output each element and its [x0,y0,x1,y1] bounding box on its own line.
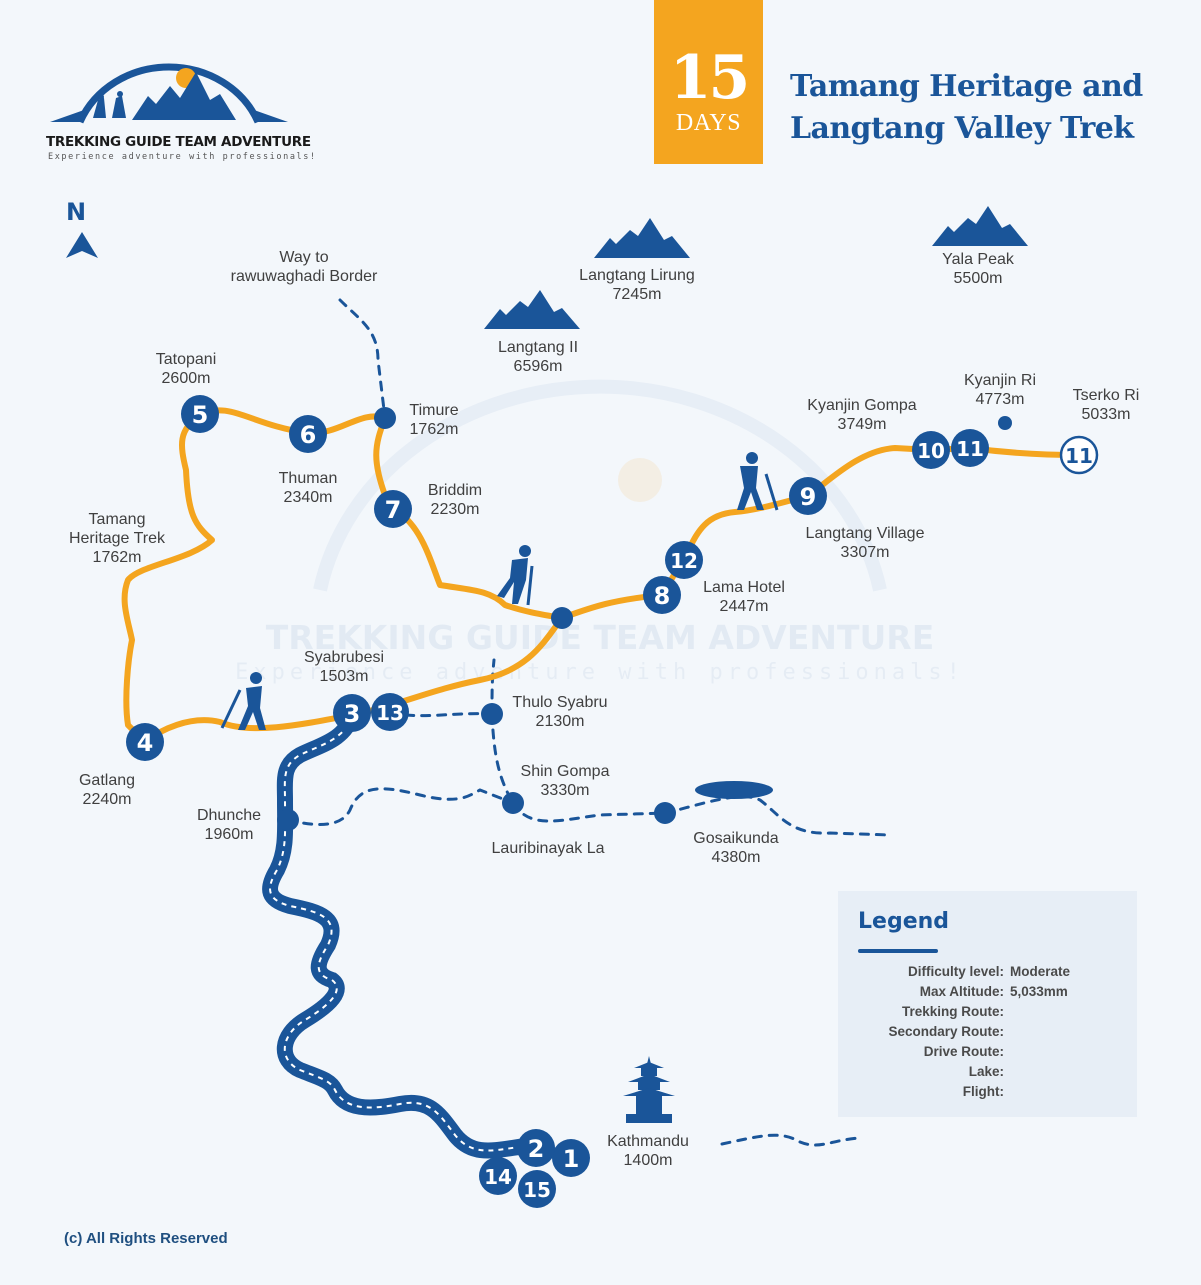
day-marker-1[interactable]: 1 [552,1139,590,1177]
day-marker-12[interactable]: 12 [665,541,703,579]
day-marker-2[interactable]: 2 [517,1129,555,1167]
waypoint-dot [277,407,1012,831]
legend-value-difficulty: Moderate [1010,964,1071,979]
day-marker-13[interactable]: 13 [371,693,409,731]
legend-title: Legend [858,909,950,934]
hiker-icon [220,672,266,730]
brand-logo-icon [50,63,288,124]
day-marker-11-tserko[interactable]: 11 [1059,435,1099,475]
copyright-text: (c) All Rights Reserved [64,1230,228,1247]
svg-text:12: 12 [670,549,698,573]
svg-text:15: 15 [523,1178,551,1202]
legend-underline [858,949,938,953]
svg-text:1: 1 [563,1145,580,1173]
legend-label-secondary-route: Secondary Route: [888,1024,1004,1039]
day-marker-6[interactable]: 6 [289,415,327,453]
legend-label-difficulty: Difficulty level: [907,964,1004,979]
watermark-title: TREKKING GUIDE TEAM ADVENTURE [265,618,935,657]
svg-text:7: 7 [385,496,402,524]
lake-icon [695,781,773,799]
title-line-2: Langtang Valley Trek [790,111,1134,146]
mountain-icon [932,206,1028,246]
legend-label-max-altitude: Max Altitude: [919,984,1004,999]
day-markers: 1 2 14 15 3 13 4 5 6 7 8 12 9 10 11 11 [126,395,1099,1208]
svg-text:14: 14 [484,1165,512,1189]
mountain-icon [594,218,690,258]
day-marker-15[interactable]: 15 [518,1170,556,1208]
legend-value-max-altitude: 5,033mm [1010,984,1068,999]
north-arrow-icon [66,232,98,258]
day-marker-9[interactable]: 9 [789,477,827,515]
svg-text:10: 10 [917,439,945,463]
day-marker-11[interactable]: 11 [951,429,989,467]
drive-route [262,707,543,1159]
day-marker-10[interactable]: 10 [912,431,950,469]
legend-label-drive-route: Drive Route: [923,1044,1004,1059]
svg-text:11: 11 [1065,444,1093,468]
legend-panel: Legend Difficulty level: Moderate Max Al… [838,891,1137,1117]
watermark-arc [313,379,887,592]
day-marker-14[interactable]: 14 [479,1157,517,1195]
day-marker-4[interactable]: 4 [126,723,164,761]
days-label: DAYS [675,110,742,136]
watermark-tagline: Experience adventure with professionals! [235,660,965,685]
svg-text:9: 9 [800,483,817,511]
day-marker-3[interactable]: 3 [333,694,371,732]
page-title: Tamang Heritage and Langtang Valley Trek [790,66,1143,150]
north-label: N [66,198,87,226]
place-label-lauribinayak: Lauribinayak La [491,840,605,857]
svg-text:8: 8 [654,582,671,610]
svg-text:3: 3 [344,700,361,728]
svg-text:6: 6 [300,421,317,449]
pagoda-icon [623,1056,675,1123]
svg-text:13: 13 [376,701,404,725]
svg-text:2: 2 [528,1135,545,1163]
mountain-icon [484,290,580,329]
day-marker-7[interactable]: 7 [374,490,412,528]
hiker-icon [737,452,779,511]
days-badge: 15 DAYS [654,0,763,164]
hiker-icon [497,545,534,606]
day-marker-8[interactable]: 8 [643,576,681,614]
svg-text:4: 4 [137,729,154,757]
svg-text:11: 11 [956,437,984,461]
brand-name: TREKKING GUIDE TEAM ADVENTURE [46,134,311,150]
brand-tagline: Experience adventure with professionals! [48,152,317,162]
legend-label-trekking-route: Trekking Route: [901,1004,1004,1019]
days-number: 15 [669,43,751,113]
legend-label-flight: Flight: [962,1084,1004,1099]
title-line-1: Tamang Heritage and [790,69,1143,104]
legend-label-lake: Lake: [968,1064,1004,1079]
svg-text:5: 5 [192,401,209,429]
day-marker-5[interactable]: 5 [181,395,219,433]
